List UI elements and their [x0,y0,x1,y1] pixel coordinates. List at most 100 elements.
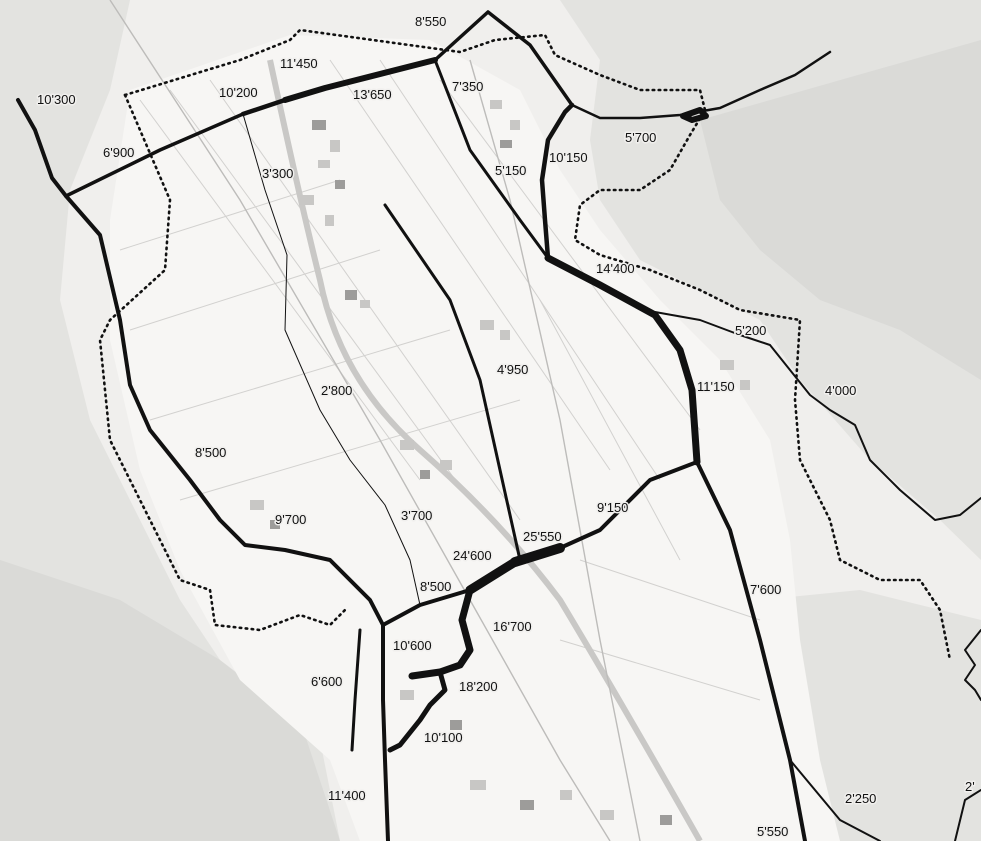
road-segment-north-east [240,97,288,117]
road-segment-south-loop-end [387,669,448,753]
label-traffic-volume: 2'800 [321,383,352,398]
label-traffic-volume: 16'700 [493,619,532,634]
field-line [379,59,661,481]
building [360,300,370,308]
building [720,360,734,370]
building [740,380,750,390]
field-line [119,179,341,251]
building [312,120,326,130]
road-segment-center-north [383,203,522,562]
building [330,140,340,152]
building [345,290,357,300]
road-segment-east-side [654,311,981,521]
building [560,790,572,800]
label-traffic-volume: 6'600 [311,674,342,689]
road-segment-south-loop [408,586,474,680]
label-traffic-volume: 5'700 [625,130,656,145]
building [250,500,264,510]
road-segment-south-west [350,628,362,752]
field-line [539,299,681,561]
road-segment-center-main [510,543,565,567]
building [470,780,486,790]
building [500,330,510,340]
building [450,720,462,730]
label-traffic-volume: 8'500 [420,579,451,594]
building [318,160,330,168]
label-traffic-volume: 10'200 [219,85,258,100]
river-rhone [267,59,703,841]
label-traffic-volume: 5'200 [735,323,766,338]
boundary-dotted-line-west [98,93,347,632]
field-line [149,329,451,421]
label-traffic-volume: 3'700 [401,508,432,523]
road-segment-east-down [695,460,807,841]
road-segment-east-up [539,102,575,261]
building [300,195,314,205]
road-segment-north-diagonal [433,58,550,260]
label-traffic-volume: 5'150 [495,163,526,178]
road-segment-west-main [64,194,385,627]
label-traffic-volume: 8'500 [195,445,226,460]
label-traffic-volume: 10'600 [393,638,432,653]
label-traffic-volume: 11'150 [697,379,735,394]
boundary-dotted-line [123,28,952,662]
river-and-rail [109,0,703,841]
building [335,180,345,189]
built-up-areas [250,100,750,825]
label-traffic-volume: 5'550 [757,824,788,839]
building [270,520,280,529]
label-traffic-volume: 8'550 [415,14,446,29]
road-segment-north-main [282,57,438,103]
road-network [16,10,981,841]
hillside-southwest [0,560,340,841]
hillside-northeast [560,0,981,560]
field-line [179,399,521,501]
label-traffic-volume: 7'600 [750,582,781,597]
label-traffic-volume: 11'450 [280,56,318,71]
label-traffic-volume: 4'000 [825,383,856,398]
road-segment-south-trunk [381,623,390,841]
label-traffic-volume: 10'100 [424,730,463,745]
label-traffic-volume: 3'300 [262,166,293,181]
field-line [129,249,381,331]
field-line [559,639,761,701]
road-segment-thin-valley [242,113,421,606]
building [440,460,452,470]
valley-floor [110,35,840,841]
building [510,120,520,130]
building [420,470,430,479]
label-traffic-volume: 14'400 [596,261,635,276]
building [660,815,672,825]
label-traffic-volume: 10'150 [549,150,588,165]
field-line [329,59,611,471]
study-area-boundary [98,28,952,662]
label-traffic-volume: 18'200 [459,679,498,694]
field-line [579,559,761,621]
road-segment-southeast-edge [954,789,981,841]
building [400,440,414,450]
building [500,140,512,148]
road-segment-east-junction [558,460,699,550]
label-traffic-volume: 2'250 [845,791,876,806]
label-traffic-volume: 2' [965,779,975,794]
building [520,800,534,810]
road-segment-northwest [16,98,68,198]
building [490,100,502,109]
label-traffic-volume: 9'700 [275,512,306,527]
road-segment-southeast-branch [789,759,881,841]
field-line [139,99,421,481]
road-segment-north-crossing [64,112,245,198]
label-traffic-volume: 7'350 [452,79,483,94]
label-traffic-volume: 6'900 [103,145,134,160]
label-traffic-volume: 25'550 [523,529,562,544]
building [400,690,414,700]
traffic-volume-labels: 10'300 6'900 10'200 11'450 13'650 8'550 … [36,13,977,841]
building [325,215,334,226]
road-segment-east-edge [964,629,981,701]
road-segment-northeast-bulge [680,107,709,123]
road-segment-east-main [544,254,701,466]
railway-line-east [469,59,641,841]
